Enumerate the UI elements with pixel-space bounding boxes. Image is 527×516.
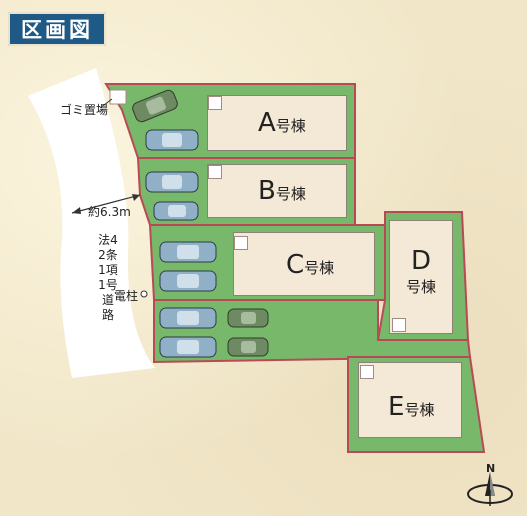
entry-marker-c bbox=[234, 236, 248, 250]
car-blue-c2 bbox=[159, 270, 217, 292]
pole-label: 電柱 bbox=[114, 289, 139, 303]
road-area bbox=[28, 68, 155, 378]
car-green-p2 bbox=[227, 337, 269, 357]
house-letter: A bbox=[258, 108, 276, 138]
compass-north-label: N bbox=[486, 462, 496, 475]
entry-marker-e bbox=[360, 365, 374, 379]
utility-pole bbox=[140, 290, 148, 298]
entry-marker-b bbox=[208, 165, 222, 179]
house-suffix: 号棟 bbox=[405, 278, 436, 296]
house-letter: C bbox=[286, 250, 305, 280]
house-d bbox=[389, 220, 453, 334]
house-letter: B bbox=[258, 176, 276, 206]
car-blue-b1 bbox=[145, 171, 199, 193]
garbage-area bbox=[109, 89, 127, 105]
house-suffix: 号棟 bbox=[275, 117, 306, 135]
house-label-d: D 号棟 bbox=[402, 246, 440, 297]
road-name: 法42条1項1号道路 bbox=[98, 233, 118, 322]
car-green-p1 bbox=[227, 308, 269, 328]
house-suffix: 号棟 bbox=[404, 401, 435, 419]
house-suffix: 号棟 bbox=[275, 185, 306, 203]
house-label-b: B号棟 bbox=[258, 176, 306, 206]
road-width-arrow bbox=[71, 194, 141, 214]
car-blue-p2 bbox=[159, 336, 217, 358]
car-blue-p1 bbox=[159, 307, 217, 329]
house-label-c: C号棟 bbox=[286, 250, 334, 280]
house-c bbox=[233, 232, 375, 296]
page-title: 区画図 bbox=[8, 12, 106, 46]
house-a bbox=[207, 95, 347, 151]
road-width-label: 約6.3m bbox=[88, 205, 131, 219]
entry-marker-d bbox=[392, 318, 406, 332]
garbage-label: ゴミ置場 bbox=[60, 103, 109, 117]
compass-icon bbox=[467, 472, 513, 506]
car-blue-b2 bbox=[153, 201, 199, 221]
house-letter: D bbox=[410, 246, 432, 276]
house-label-a: A号棟 bbox=[258, 108, 306, 138]
house-suffix: 号棟 bbox=[304, 259, 335, 277]
car-blue-a bbox=[145, 129, 199, 151]
car-green-a bbox=[132, 89, 178, 123]
house-label-e: E号棟 bbox=[388, 392, 434, 422]
car-blue-c1 bbox=[159, 241, 217, 263]
house-e bbox=[358, 362, 462, 438]
entry-marker-a bbox=[208, 96, 222, 110]
house-letter: E bbox=[388, 392, 405, 422]
house-b bbox=[207, 164, 347, 218]
